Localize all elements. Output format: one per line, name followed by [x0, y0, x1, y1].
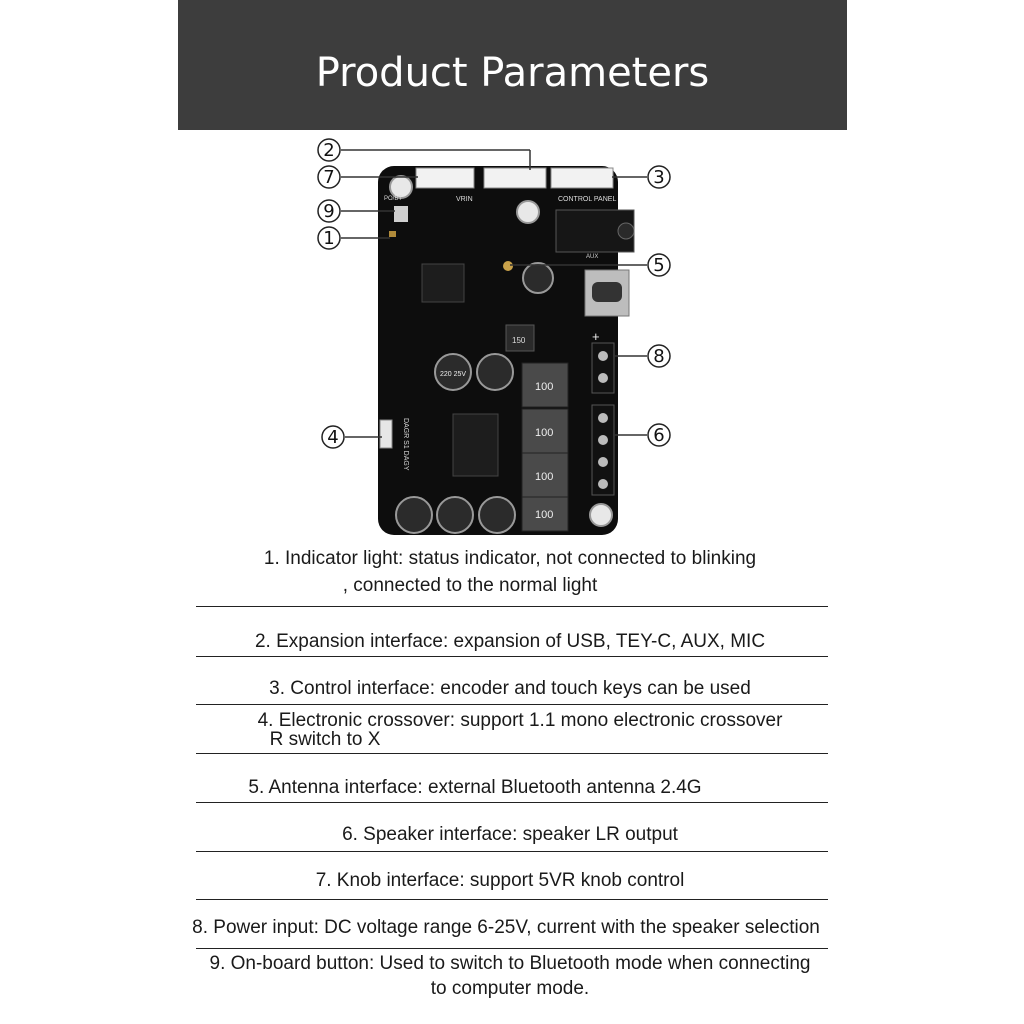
aux-jack-hole: [617, 222, 635, 240]
divider: [196, 606, 828, 607]
mounting-hole: [589, 503, 613, 527]
param-9: 9. On-board button: Used to switch to Bl…: [209, 953, 811, 974]
param-8: 8. Power input: DC voltage range 6-25V, …: [192, 917, 820, 938]
param-4: 4. Electronic crossover: support 1.1 mon…: [257, 710, 783, 731]
power-plus-label: +: [592, 329, 600, 344]
inductor-label: 100: [535, 509, 553, 521]
divider: [196, 704, 828, 705]
page-title: Product Parameters: [315, 50, 710, 96]
inductor-label: 100: [535, 471, 553, 483]
vrin-connector: [415, 167, 475, 189]
indicator-led: [389, 231, 396, 237]
param-6: 6. Speaker interface: speaker LR output: [342, 824, 678, 845]
divider: [196, 802, 828, 803]
callout-8: 8: [653, 346, 664, 367]
button-label: PO/BT: [384, 196, 402, 202]
param-5: 5. Antenna interface: external Bluetooth…: [248, 777, 702, 798]
param-1-cont: , connected to the normal light: [342, 575, 598, 596]
callout-6: 6: [653, 425, 664, 446]
callout-1: 1: [323, 228, 334, 249]
param-9-cont: to computer mode.: [430, 978, 590, 999]
divider: [196, 851, 828, 852]
divider: [196, 899, 828, 900]
power-terminal: [591, 342, 615, 394]
callout-3: 3: [653, 167, 664, 188]
power-inductors: [521, 362, 569, 532]
callout-7: 7: [323, 167, 334, 188]
divider: [196, 948, 828, 949]
onboard-button: [394, 206, 408, 222]
capacitor-label: 220 25V: [440, 371, 466, 378]
aux-label: AUX: [586, 254, 598, 260]
mounting-hole: [389, 175, 413, 199]
amplifier-board-diagram: VRIN CONTROL PANEL AUX PO/BT 150 220 25V…: [317, 138, 671, 535]
crossover-switch: [379, 419, 393, 449]
expansion-connector: [483, 167, 547, 189]
callout-4: 4: [327, 427, 338, 448]
param-3: 3. Control interface: encoder and touch …: [269, 678, 751, 699]
param-4-cont: R switch to X: [269, 729, 381, 750]
header-banner: Product Parameters: [178, 0, 847, 130]
amplifier-chip: [452, 413, 499, 477]
param-7: 7. Knob interface: support 5VR knob cont…: [315, 870, 685, 891]
mounting-hole: [516, 200, 540, 224]
control-panel-label: CONTROL PANEL: [558, 196, 616, 203]
callout-5: 5: [653, 255, 664, 276]
small-inductor-label: 150: [512, 336, 526, 345]
divider: [196, 753, 828, 754]
callout-lines: [341, 149, 647, 438]
speaker-terminal: [591, 404, 615, 496]
inductor-label: 100: [535, 381, 553, 393]
callout-9: 9: [323, 201, 334, 222]
antenna-connector: [503, 261, 513, 271]
param-1: 1. Indicator light: status indicator, no…: [263, 548, 757, 569]
divider: [196, 656, 828, 657]
vrin-label: VRIN: [456, 196, 473, 203]
small-inductor: [505, 324, 535, 352]
inductor-label: 100: [535, 427, 553, 439]
capacitor-group: [395, 262, 554, 534]
usb-c-socket: [592, 282, 622, 302]
callout-markers: [317, 138, 671, 449]
callout-2: 2: [323, 140, 334, 161]
param-2: 2. Expansion interface: expansion of USB…: [254, 631, 766, 652]
switch-label: DAGR S1 DAGY: [402, 418, 409, 471]
bluetooth-chip: [421, 263, 465, 303]
control-panel-connector: [550, 167, 614, 189]
